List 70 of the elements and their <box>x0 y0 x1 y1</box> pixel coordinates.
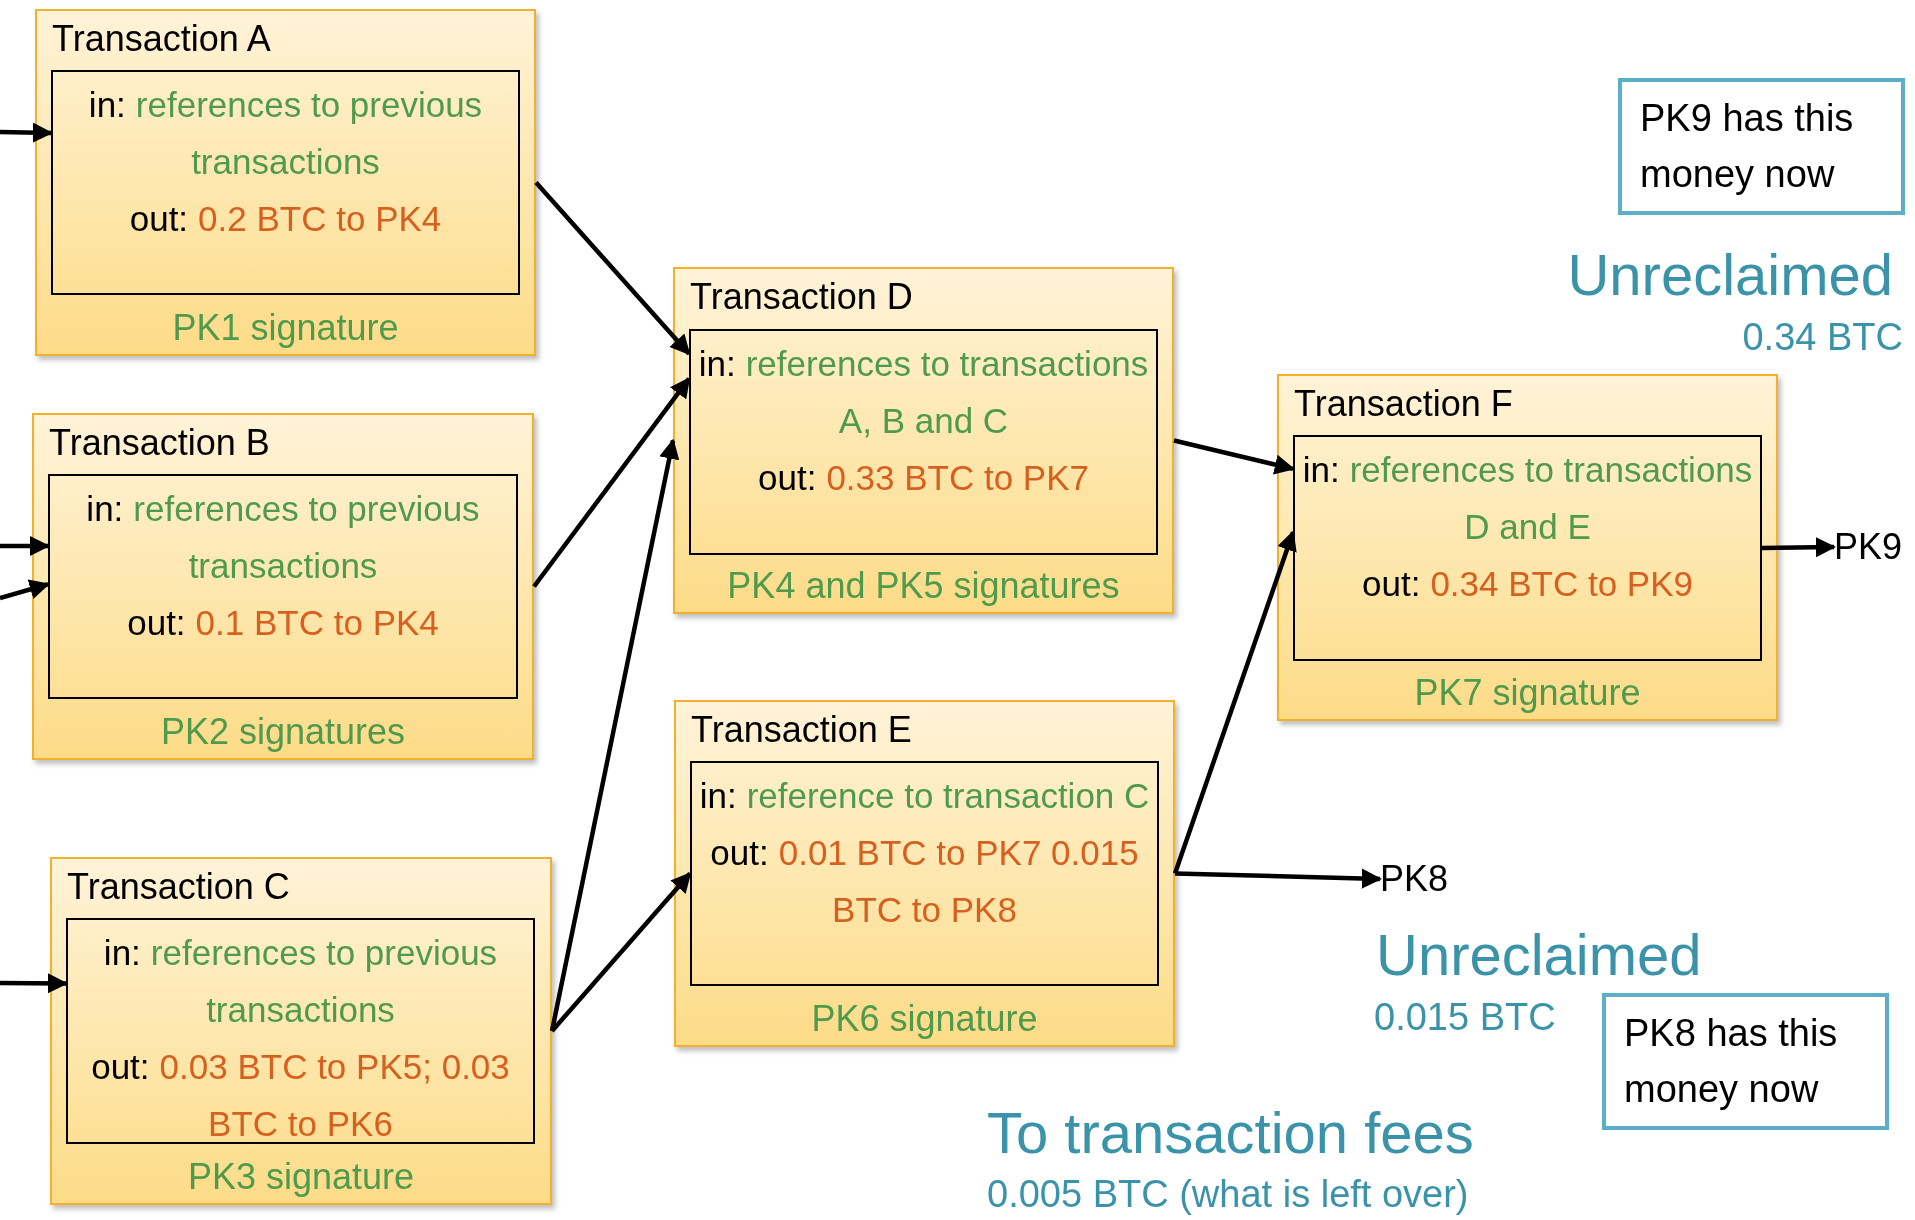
field-key: in: <box>1302 450 1340 489</box>
arrow <box>550 872 692 1033</box>
inputs-outputs-box <box>689 329 1158 555</box>
output-amount-text: 0.33 BTC to PK7 <box>826 458 1089 497</box>
input-reference-text: references to previous transactions <box>135 85 483 181</box>
note-box: PK9 has this money now <box>1618 78 1905 215</box>
field-key: out: <box>758 458 817 497</box>
field-key: in: <box>86 489 124 528</box>
transaction-box <box>674 700 1175 1047</box>
output-amount-text: 0.34 BTC to PK9 <box>1430 564 1693 603</box>
output-amount-text: 0.03 BTC to PK5; 0.03 BTC to PK6 <box>159 1047 510 1143</box>
input-reference-text: references to previous transactions <box>150 933 498 1029</box>
output-amount-text: 0.1 BTC to PK4 <box>195 603 439 642</box>
arrow <box>0 579 50 601</box>
key-label: PK9 <box>1834 525 1903 569</box>
transaction-title: Transaction D <box>690 275 913 319</box>
input-reference-text: references to transactions D and E <box>1349 450 1753 546</box>
transaction-box <box>50 857 552 1205</box>
transaction-title: Transaction A <box>52 17 271 61</box>
inputs-outputs-box <box>1293 435 1762 661</box>
signature-text: PK2 signatures <box>159 710 407 754</box>
heading-label: Unreclaimed <box>1376 921 1702 989</box>
field-key: out: <box>91 1047 150 1086</box>
transaction-title: Transaction E <box>691 708 912 752</box>
key-label: PK8 <box>1380 857 1449 901</box>
arrow <box>1761 537 1836 558</box>
field-key: out: <box>127 603 186 642</box>
input-reference-text: reference to transaction C <box>746 776 1150 815</box>
transaction-title: Transaction B <box>49 421 270 465</box>
field-key: out: <box>1362 564 1421 603</box>
heading-label: Unreclaimed <box>1567 241 1893 309</box>
arrow <box>0 535 51 557</box>
note-box: PK8 has this money now <box>1602 993 1889 1130</box>
transaction-box <box>35 9 536 356</box>
arrow <box>0 973 68 994</box>
transaction-box <box>1277 374 1778 721</box>
signature-text: PK4 and PK5 signatures <box>726 564 1121 608</box>
transaction-box <box>673 267 1174 614</box>
heading-label: To transaction fees <box>987 1099 1474 1167</box>
arrow <box>1174 868 1382 889</box>
amount-label: 0.34 BTC <box>1742 315 1903 360</box>
inputs-outputs-box <box>66 918 535 1144</box>
field-key: in: <box>698 344 736 383</box>
transaction-title: Transaction C <box>67 865 290 909</box>
arrow <box>0 122 53 143</box>
output-amount-text: 0.01 BTC to PK7 0.015 BTC to PK8 <box>778 833 1139 929</box>
signature-text: PK6 signature <box>810 997 1039 1041</box>
amount-label: 0.005 BTC (what is left over) <box>987 1172 1469 1217</box>
signature-text: PK3 signature <box>186 1155 416 1199</box>
field-key: in: <box>103 933 141 972</box>
arrow <box>549 438 680 1032</box>
output-amount-text: 0.2 BTC to PK4 <box>198 199 442 238</box>
field-key: out: <box>710 833 769 872</box>
input-reference-text: references to transactions A, B and C <box>745 344 1149 440</box>
inputs-outputs-box <box>51 70 520 295</box>
inputs-outputs-box <box>48 474 518 699</box>
field-key: in: <box>88 85 126 124</box>
inputs-outputs-box <box>690 761 1159 986</box>
signature-text: PK7 signature <box>1413 671 1642 715</box>
transaction-box <box>32 413 534 760</box>
amount-label: 0.015 BTC <box>1374 995 1556 1040</box>
signature-text: PK1 signature <box>171 306 400 350</box>
field-key: out: <box>129 199 189 238</box>
transaction-title: Transaction F <box>1294 382 1513 426</box>
arrow <box>534 181 691 356</box>
arrow <box>1173 438 1295 475</box>
field-key: in: <box>699 776 737 815</box>
arrow <box>1172 530 1297 875</box>
arrow <box>532 377 691 588</box>
input-reference-text: references to previous transactions <box>133 489 480 585</box>
